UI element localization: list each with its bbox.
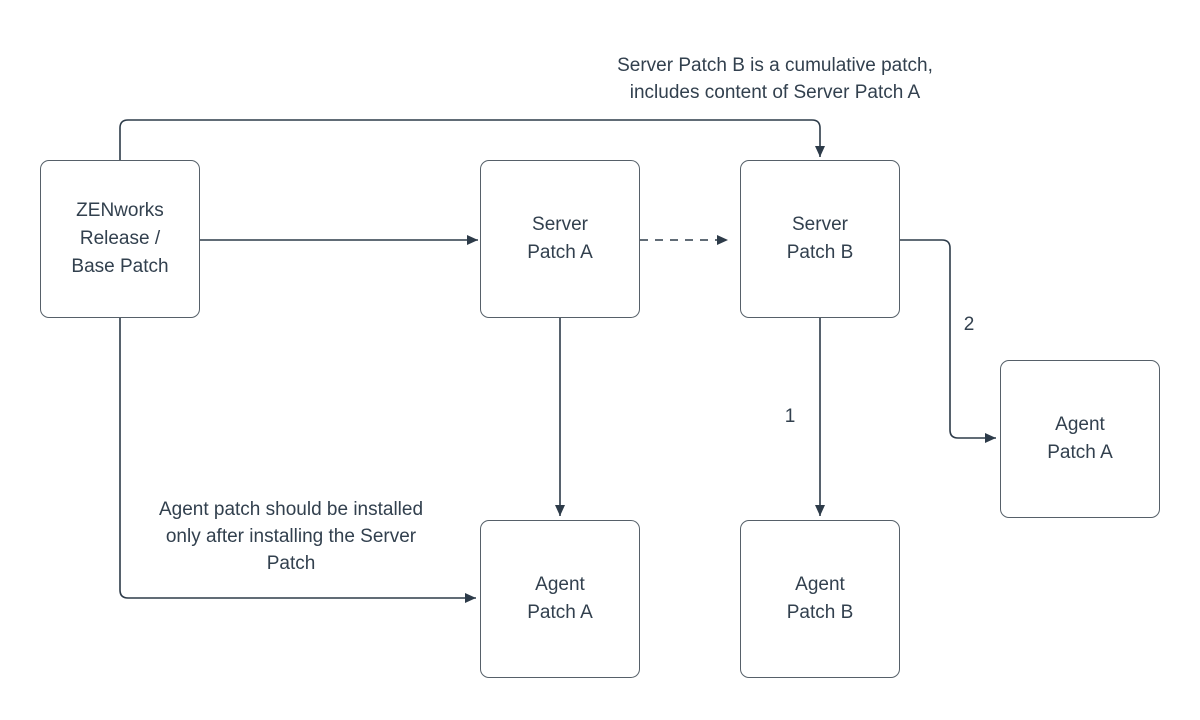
node-label-agent-patch-a-right: Agent Patch A (1047, 414, 1113, 463)
node-label-agent-patch-a-mid: Agent Patch A (527, 574, 593, 623)
note-cumulative-patch: Server Patch B is a cumulative patch, in… (617, 55, 933, 103)
edge-label-1: 1 (775, 405, 805, 429)
node-label-agent-patch-b: Agent Patch B (786, 574, 854, 623)
node-agent-patch-b: Agent Patch B (740, 520, 900, 678)
node-agent-patch-a-right: Agent Patch A (1000, 360, 1160, 518)
node-zenworks-base-patch: ZENworks Release / Base Patch (40, 160, 200, 318)
node-label-server-patch-a: Server Patch A (527, 214, 593, 263)
edge-zenworks-to-server-patch-b (119, 119, 825, 160)
node-server-patch-a: Server Patch A (480, 160, 640, 318)
node-label-server-patch-b: Server Patch B (786, 214, 854, 263)
node-server-patch-b: Server Patch B (740, 160, 900, 318)
edge-server-patch-b-to-agent-patch-a-right (900, 239, 996, 443)
edge-label-2: 2 (954, 313, 984, 337)
edge-zenworks-to-agent-patch-a-mid (119, 318, 476, 603)
node-label-zenworks: ZENworks Release / Base Patch (71, 200, 169, 277)
node-agent-patch-a-mid: Agent Patch A (480, 520, 640, 678)
note-agent-install-order: Agent patch should be installed only aft… (158, 499, 424, 574)
